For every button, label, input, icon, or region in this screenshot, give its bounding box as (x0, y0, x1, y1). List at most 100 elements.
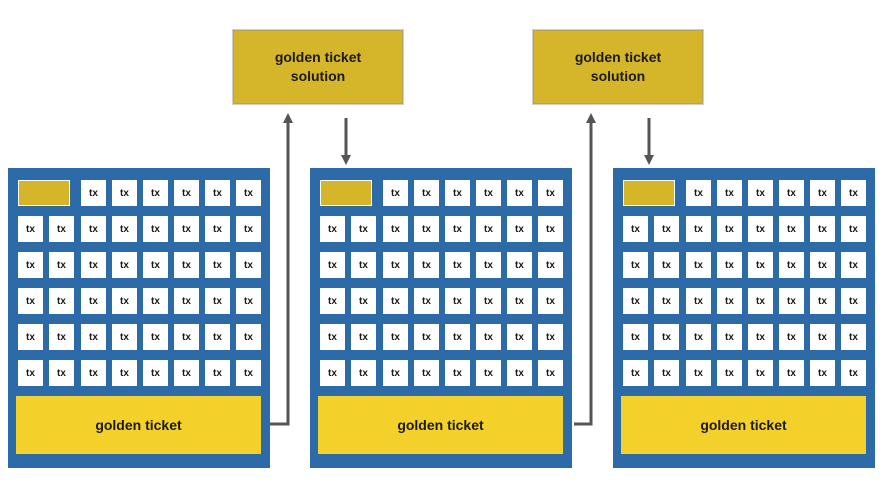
tx-cell: tx (748, 324, 773, 350)
tx-cell: tx (445, 216, 470, 242)
tx-cell: tx (174, 180, 199, 206)
tx-cell: tx (686, 360, 711, 386)
tx-cell: tx (414, 288, 439, 314)
tx-cell: tx (538, 216, 563, 242)
previous-solution-ref (623, 180, 675, 206)
tx-cell: tx (445, 360, 470, 386)
tx-cell: tx (779, 216, 804, 242)
golden-ticket-solution-box-2: golden ticket solution (533, 30, 703, 104)
tx-cell: tx (18, 252, 43, 278)
tx-cell: tx (174, 324, 199, 350)
tx-cell: tx (112, 180, 137, 206)
tx-cell: tx (476, 288, 501, 314)
tx-cell: tx (748, 180, 773, 206)
tx-cell: tx (49, 216, 74, 242)
tx-cell: tx (654, 216, 679, 242)
tx-cell: tx (810, 360, 835, 386)
tx-cell: tx (538, 360, 563, 386)
tx-cell: tx (143, 216, 168, 242)
tx-cell: tx (623, 324, 648, 350)
tx-cell: tx (779, 252, 804, 278)
tx-cell: tx (414, 324, 439, 350)
tx-cell: tx (717, 180, 742, 206)
tx-cell: tx (779, 288, 804, 314)
golden-ticket-solution-box-1: golden ticket solution (233, 30, 403, 104)
tx-cell: tx (476, 324, 501, 350)
tx-cell: tx (205, 216, 230, 242)
tx-cell: tx (810, 252, 835, 278)
solution-label-1: golden ticket solution (274, 49, 362, 84)
tx-cell: tx (414, 252, 439, 278)
tx-cell: tx (236, 216, 261, 242)
tx-cell: tx (81, 252, 106, 278)
tx-cell: tx (654, 252, 679, 278)
tx-cell: tx (112, 216, 137, 242)
tx-cell: tx (445, 252, 470, 278)
tx-cell: tx (538, 180, 563, 206)
tx-cell: tx (445, 180, 470, 206)
tx-cell: tx (236, 180, 261, 206)
tx-cell: tx (383, 324, 408, 350)
tx-cell: tx (445, 324, 470, 350)
tx-cell: tx (383, 180, 408, 206)
tx-cell: tx (143, 324, 168, 350)
tx-cell: tx (143, 288, 168, 314)
tx-cell: tx (351, 324, 376, 350)
tx-cell: tx (476, 180, 501, 206)
golden-ticket-bar: golden ticket (621, 396, 866, 454)
tx-cell: tx (351, 288, 376, 314)
tx-cell: tx (49, 288, 74, 314)
tx-cell: tx (841, 288, 866, 314)
tx-cell: tx (810, 216, 835, 242)
tx-cell: tx (841, 216, 866, 242)
tx-cell: tx (49, 324, 74, 350)
tx-cell: tx (717, 360, 742, 386)
golden-ticket-bar: golden ticket (318, 396, 563, 454)
tx-cell: tx (112, 252, 137, 278)
tx-cell: tx (779, 324, 804, 350)
tx-cell: tx (174, 216, 199, 242)
tx-cell: tx (623, 216, 648, 242)
previous-solution-ref (320, 180, 372, 206)
tx-cell: tx (18, 360, 43, 386)
tx-cell: tx (654, 288, 679, 314)
tx-cell: tx (205, 180, 230, 206)
tx-cell: tx (654, 324, 679, 350)
tx-cell: tx (507, 288, 532, 314)
tx-cell: tx (18, 216, 43, 242)
tx-cell: tx (507, 360, 532, 386)
tx-cell: tx (112, 360, 137, 386)
arrow-up-2 (574, 113, 596, 426)
tx-cell: tx (81, 324, 106, 350)
tx-cell: tx (686, 180, 711, 206)
tx-cell: tx (686, 324, 711, 350)
tx-cell: tx (476, 216, 501, 242)
tx-cell: tx (686, 288, 711, 314)
tx-cell: tx (18, 324, 43, 350)
tx-cell: tx (143, 360, 168, 386)
tx-cell: tx (538, 252, 563, 278)
tx-cell: tx (623, 360, 648, 386)
tx-cell: tx (538, 324, 563, 350)
tx-cell: tx (810, 288, 835, 314)
tx-cell: tx (748, 216, 773, 242)
tx-cell: tx (18, 288, 43, 314)
tx-cell: tx (779, 180, 804, 206)
tx-cell: tx (476, 360, 501, 386)
tx-cell: tx (383, 216, 408, 242)
tx-cell: tx (320, 216, 345, 242)
tx-cell: tx (623, 288, 648, 314)
tx-cell: tx (686, 252, 711, 278)
tx-cell: tx (81, 216, 106, 242)
tx-cell: tx (748, 360, 773, 386)
tx-cell: tx (717, 252, 742, 278)
arrow-up-1 (270, 113, 293, 426)
tx-cell: tx (841, 324, 866, 350)
tx-cell: tx (476, 252, 501, 278)
tx-cell: tx (320, 324, 345, 350)
tx-cell: tx (205, 360, 230, 386)
tx-cell: tx (320, 360, 345, 386)
